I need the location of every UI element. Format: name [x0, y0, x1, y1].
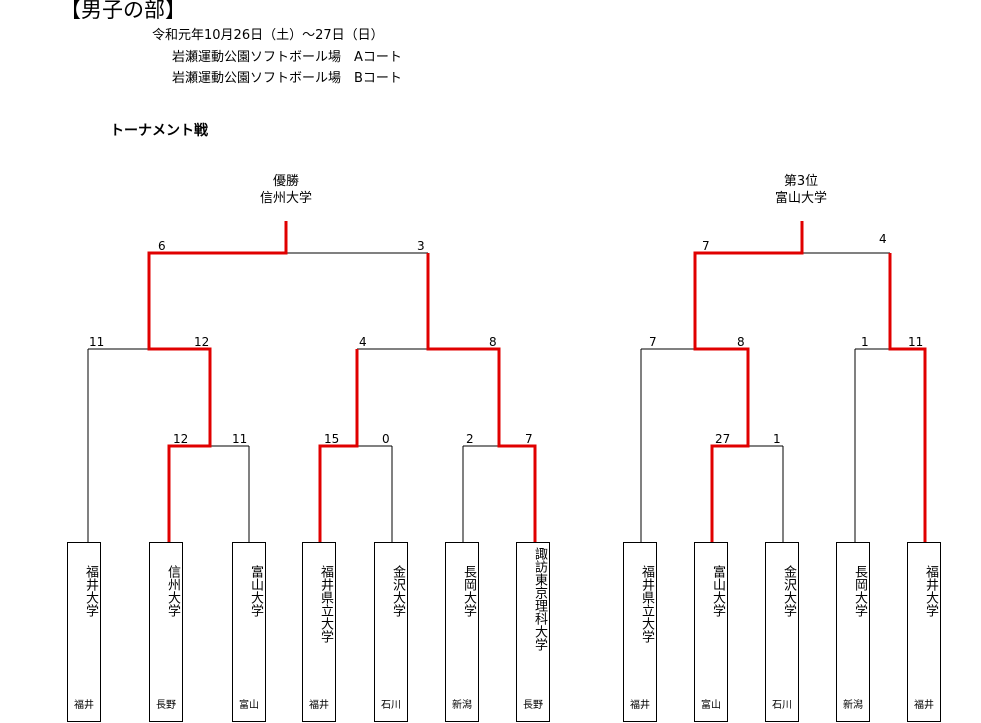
left-r1b-right-score: 0	[382, 432, 390, 446]
winner-lines	[147, 221, 927, 542]
team-name: 諏訪東京理科大学	[532, 547, 547, 651]
team-box: 諏訪東京理科大学 長野	[516, 542, 550, 722]
left-r1a-right-score: 11	[232, 432, 248, 446]
team-box: 長岡大学 新潟	[836, 542, 870, 722]
team-prefecture: 福井	[74, 700, 94, 711]
black-lines	[87, 252, 890, 542]
right-final-left-score: 7	[702, 239, 710, 253]
team-prefecture: 新潟	[843, 700, 863, 711]
venue-a: 岩瀬運動公園ソフトボール場 Aコート	[172, 50, 402, 65]
team-box: 富山大学 富山	[694, 542, 728, 722]
team-box: 長岡大学 新潟	[445, 542, 479, 722]
team-name: 長岡大学	[461, 565, 476, 617]
right-semi2-right-score: 11	[908, 335, 924, 349]
team-name: 金沢大学	[390, 565, 405, 617]
left-result-label: 優勝	[272, 174, 299, 189]
team-prefecture: 福井	[309, 700, 329, 711]
right-r1-right-score: 1	[773, 432, 781, 446]
team-prefecture: 石川	[381, 700, 401, 711]
right-semi1-right-score: 8	[737, 335, 745, 349]
team-box: 信州大学 長野	[149, 542, 183, 722]
team-name: 福井県立大学	[318, 565, 333, 643]
team-name: 福井大学	[923, 565, 938, 617]
right-r1-left-score: 27	[715, 432, 731, 446]
team-prefecture: 福井	[914, 700, 934, 711]
team-box: 金沢大学 石川	[765, 542, 799, 722]
left-final-left-score: 6	[158, 239, 166, 253]
right-semi1-left-score: 7	[649, 335, 657, 349]
team-prefecture: 新潟	[452, 700, 472, 711]
team-name: 長岡大学	[852, 565, 867, 617]
left-r1b-left-score: 15	[324, 432, 340, 446]
team-name: 富山大学	[248, 565, 263, 617]
right-final-right-score: 4	[879, 232, 887, 246]
right-result-label: 第3位	[783, 174, 819, 189]
team-name: 福井大学	[83, 565, 98, 617]
team-box: 福井大学 福井	[67, 542, 101, 722]
team-name: 信州大学	[165, 565, 180, 617]
team-box: 福井県立大学 福井	[302, 542, 336, 722]
team-name: 富山大学	[710, 565, 725, 617]
bracket-label: トーナメント戦	[110, 123, 208, 139]
team-prefecture: 福井	[630, 700, 650, 711]
team-box: 福井大学 福井	[907, 542, 941, 722]
team-prefecture: 長野	[156, 700, 176, 711]
left-r1a-left-score: 12	[173, 432, 189, 446]
team-prefecture: 富山	[239, 700, 259, 711]
team-box: 金沢大学 石川	[374, 542, 408, 722]
team-name: 福井県立大学	[639, 565, 654, 643]
left-semi2-right-score: 8	[489, 335, 497, 349]
left-semi2-left-score: 4	[359, 335, 367, 349]
left-semi1-left-score: 11	[89, 335, 105, 349]
venue-b: 岩瀬運動公園ソフトボール場 Bコート	[172, 71, 402, 86]
team-prefecture: 長野	[523, 700, 543, 711]
team-prefecture: 石川	[772, 700, 792, 711]
right-semi2-left-score: 1	[861, 335, 869, 349]
left-semi1-right-score: 12	[194, 335, 210, 349]
team-name: 金沢大学	[781, 565, 796, 617]
left-result-team: 信州大学	[259, 191, 312, 206]
page-title: 【男子の部】	[60, 0, 186, 22]
right-result-team: 富山大学	[774, 191, 827, 206]
event-date: 令和元年10月26日（土）～27日（日）	[152, 28, 384, 43]
team-prefecture: 富山	[701, 700, 721, 711]
left-final-right-score: 3	[417, 239, 425, 253]
left-result-heading: 優勝 信州大学	[206, 173, 366, 207]
left-r1c-right-score: 7	[525, 432, 533, 446]
right-result-heading: 第3位 富山大学	[721, 173, 881, 207]
team-box: 福井県立大学 福井	[623, 542, 657, 722]
team-box: 富山大学 富山	[232, 542, 266, 722]
left-r1c-left-score: 2	[466, 432, 474, 446]
